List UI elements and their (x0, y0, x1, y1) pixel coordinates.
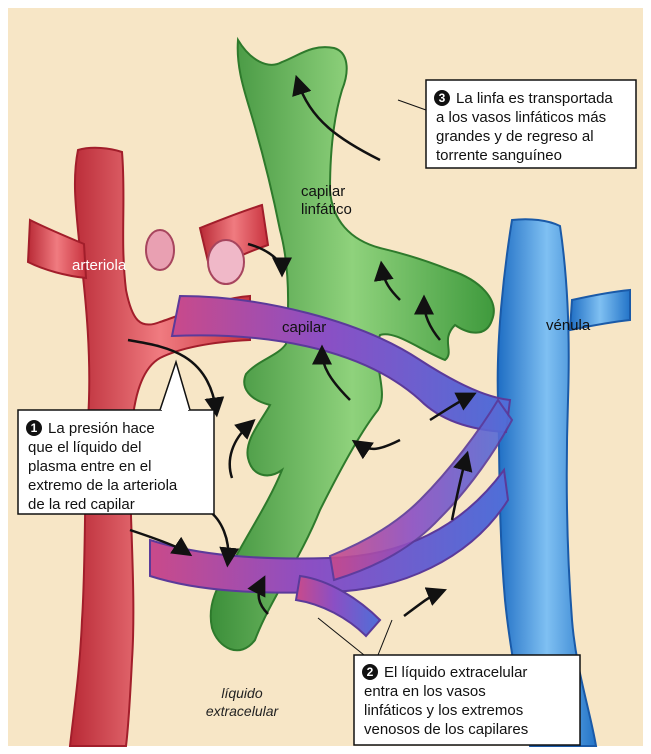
label-capillary: capilar (282, 319, 326, 336)
callout-3-line-4: torrente sanguíneo (436, 147, 562, 164)
callout-2-line-1: El líquido extracelular (384, 664, 527, 681)
callout-1-line-3: plasma entre en el (28, 458, 151, 475)
callout-3-line-3: grandes y de regreso al (436, 128, 594, 145)
callout-2-line-2: entra en los vasos (364, 683, 486, 700)
label-extracellular-2: extracelular (206, 703, 280, 719)
callout-1-line-5: de la red capilar (28, 496, 135, 513)
label-lymph-capillary-2: linfático (301, 201, 352, 218)
callout-2-line-3: linfáticos y los extremos (364, 702, 523, 719)
callout-3-line-2: a los vasos linfáticos más (436, 109, 606, 126)
label-lymph-capillary-1: capilar (301, 183, 345, 200)
callout-1-line-1: La presión hace (48, 420, 155, 437)
callout-1-number: 1 (31, 421, 38, 435)
callout-1-line-4: extremo de la arteriola (28, 477, 178, 494)
callout-3-line-1: La linfa es transportada (456, 90, 613, 107)
callout-3: 3 La linfa es transportada a los vasos l… (398, 80, 636, 168)
callout-3-number: 3 (439, 91, 446, 105)
label-extracellular-1: líquido (221, 685, 262, 701)
label-venule: vénula (546, 317, 591, 334)
callout-2-line-4: venosos de los capilares (364, 721, 528, 738)
callout-1-line-2: que el líquido del (28, 439, 141, 456)
callout-2-number: 2 (367, 665, 374, 679)
label-arteriole: arteriola (72, 257, 127, 274)
